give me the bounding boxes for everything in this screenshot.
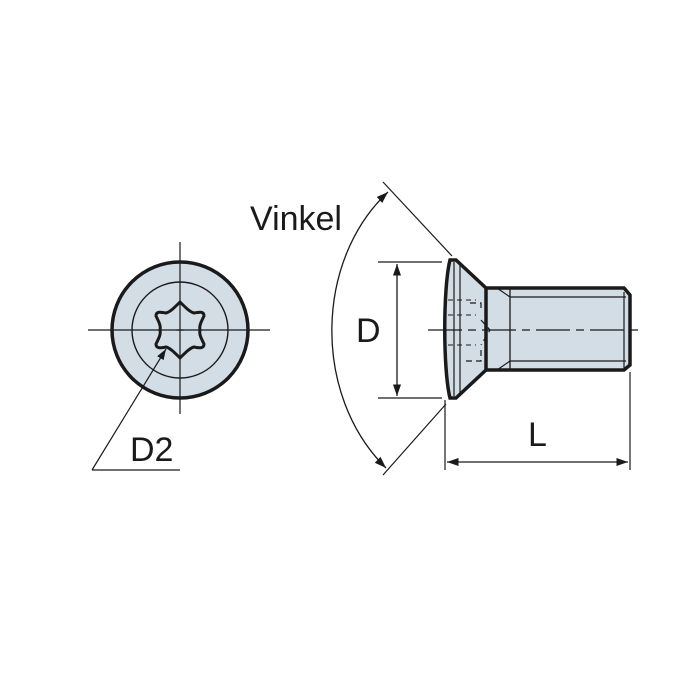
vinkel-label: Vinkel — [250, 200, 342, 238]
d-label: D — [356, 312, 381, 350]
l-label: L — [528, 416, 547, 454]
countersunk-head — [443, 258, 488, 400]
shank — [483, 286, 632, 372]
side-view: D L Vinkel — [250, 181, 640, 476]
end-view: D2 — [88, 242, 270, 471]
d2-label: D2 — [130, 431, 173, 469]
